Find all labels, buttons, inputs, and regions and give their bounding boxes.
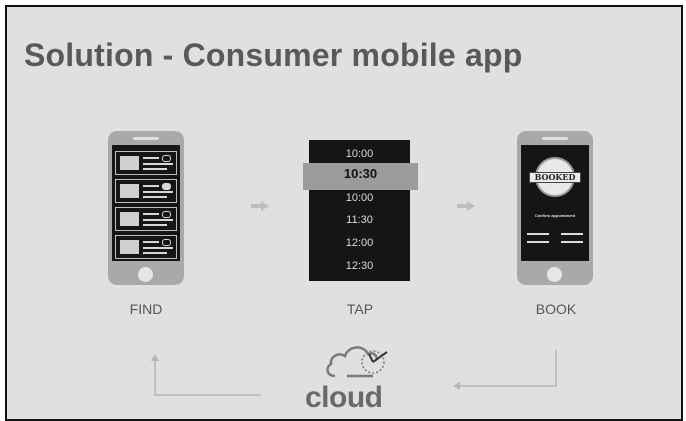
right-arrow-icon [457,201,475,211]
return-loop-arrow [151,350,557,396]
time-option: 10:00 [345,148,374,160]
slide-title: Solution - Consumer mobile app [24,37,523,73]
find-screen [112,145,180,261]
list-item [115,151,177,175]
time-option: 12:00 [345,237,374,249]
right-arrow-icon [251,201,269,211]
phone-speaker [133,137,159,140]
list-item [115,235,177,259]
time-option: 10:00 [345,192,374,204]
selected-time-band [303,163,418,190]
list-item [115,179,177,203]
home-button [547,267,562,282]
time-option: 11:30 [346,214,373,226]
find-phone [108,131,184,285]
cloud-logo-text: cloud [305,381,383,414]
selected-time: 10:30 [343,166,378,181]
cloud-clock-icon [326,346,388,378]
list-thumbnail [120,184,139,198]
phone-speaker [542,137,568,140]
step-label-find: FIND [129,301,163,317]
home-button [138,267,153,282]
step-label-tap: TAP [346,301,374,317]
heart-icon [162,155,171,162]
book-screen: BOOKED Confirm appointment [521,145,589,261]
list-thumbnail [120,240,139,254]
list-item [115,207,177,231]
booked-stamp-label: BOOKED [529,172,581,183]
time-option: 12:30 [345,260,374,272]
heart-icon [162,183,171,190]
heart-icon [162,211,171,218]
heart-icon [162,239,171,246]
step-label-book: BOOK [535,301,577,317]
slide: Solution - Consumer mobile app [5,5,683,421]
book-phone: BOOKED Confirm appointment [517,131,593,285]
list-thumbnail [120,156,139,170]
confirm-appointment-text: Confirm appointment [534,213,576,218]
list-thumbnail [120,212,139,226]
